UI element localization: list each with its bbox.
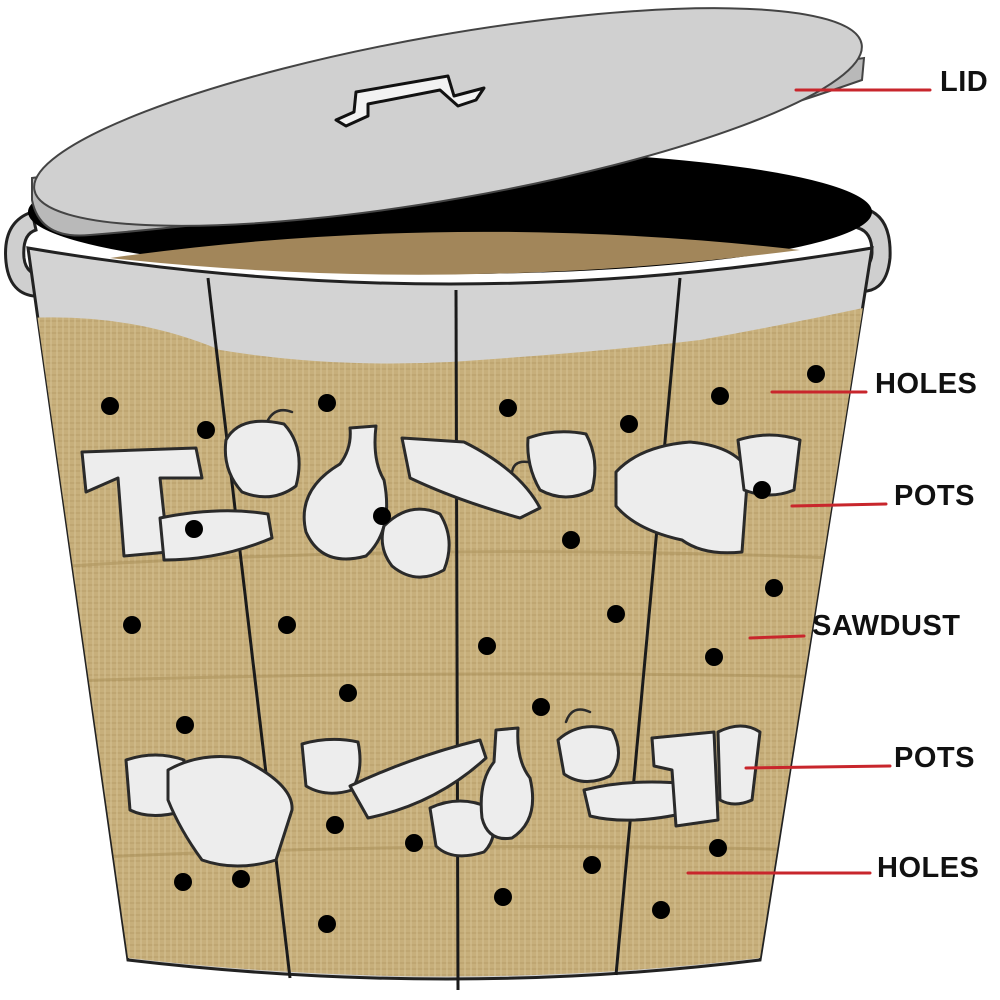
label-sawdust: SAWDUST — [812, 610, 961, 642]
hole-icon — [562, 531, 580, 549]
hole-icon — [326, 816, 344, 834]
sawdust-section — [0, 300, 900, 1000]
hole-icon — [318, 915, 336, 933]
hole-icon — [583, 856, 601, 874]
label-holes-top: HOLES — [875, 368, 977, 400]
hole-icon — [494, 888, 512, 906]
label-lid: LID — [940, 66, 988, 98]
hole-icon — [499, 399, 517, 417]
hole-icon — [373, 507, 391, 525]
label-pots-top: POTS — [894, 480, 975, 512]
hole-icon — [709, 839, 727, 857]
hole-icon — [185, 520, 203, 538]
hole-icon — [607, 605, 625, 623]
pot-icon — [718, 726, 760, 804]
hole-icon — [339, 684, 357, 702]
hole-icon — [532, 698, 550, 716]
hole-icon — [405, 834, 423, 852]
leader-pots-bottom — [746, 766, 890, 768]
hole-icon — [278, 616, 296, 634]
hole-icon — [753, 481, 771, 499]
hole-icon — [711, 387, 729, 405]
hole-icon — [478, 637, 496, 655]
hole-icon — [620, 415, 638, 433]
hole-icon — [318, 394, 336, 412]
hole-icon — [101, 397, 119, 415]
hole-icon — [123, 616, 141, 634]
hole-icon — [176, 716, 194, 734]
label-pots-bottom: POTS — [894, 742, 975, 774]
hole-icon — [765, 579, 783, 597]
label-holes-bottom: HOLES — [877, 852, 979, 884]
leader-pots-top — [792, 504, 886, 506]
hole-icon — [705, 648, 723, 666]
hole-icon — [174, 873, 192, 891]
hole-icon — [197, 421, 215, 439]
leader-sawdust — [750, 636, 804, 638]
hole-icon — [807, 365, 825, 383]
seam-2 — [456, 290, 458, 990]
hole-icon — [232, 870, 250, 888]
pot-icon — [382, 509, 449, 577]
hole-icon — [652, 901, 670, 919]
